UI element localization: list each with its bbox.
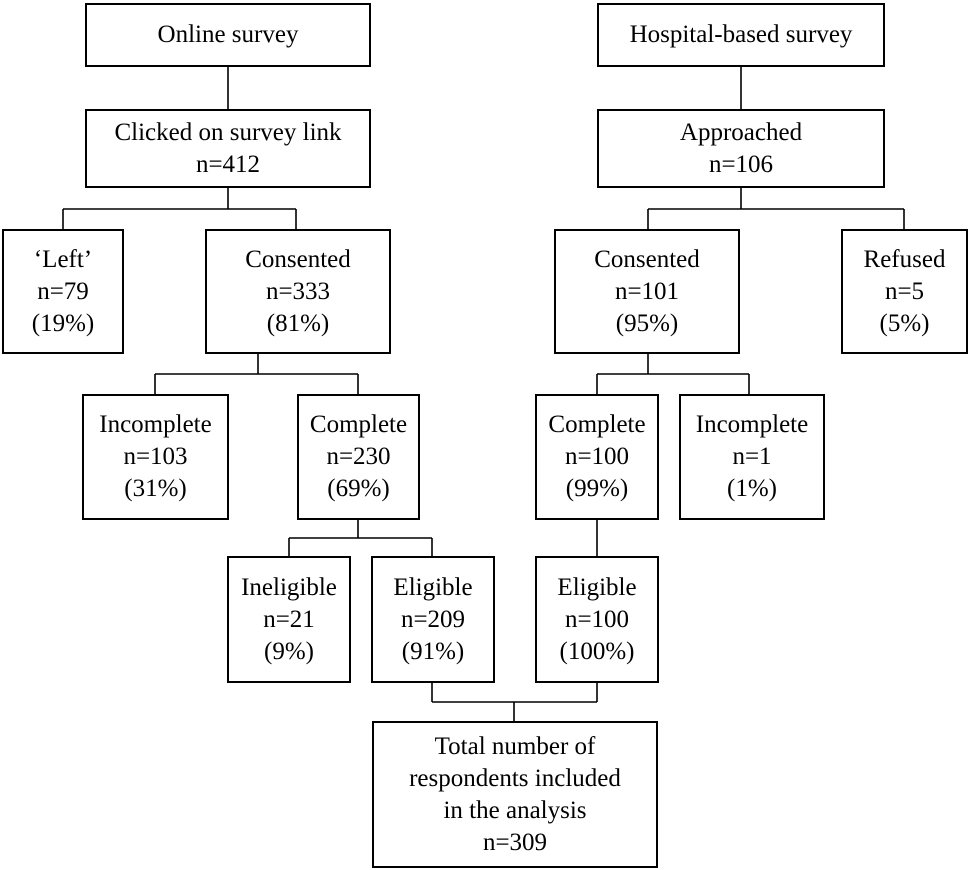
- online-incomplete-count: n=103: [123, 443, 188, 470]
- online-survey-box: Online survey: [85, 3, 371, 67]
- online-consented-label: Consented: [245, 245, 351, 273]
- hospital-complete-count: n=100: [564, 443, 630, 470]
- online-incomplete-label: Incomplete: [99, 411, 212, 438]
- left-label: ‘Left’: [33, 245, 93, 273]
- hospital-eligible-count: n=100: [564, 605, 630, 633]
- online-incomplete-percent: (31%): [124, 475, 187, 502]
- online-complete-percent: (69%): [327, 475, 390, 502]
- online-consented-count: n=333: [265, 277, 331, 305]
- hospital-consented-count: n=101: [614, 277, 680, 305]
- refused-count: n=5: [884, 277, 925, 305]
- online-incomplete-box: Incomplete n=103 (31%): [82, 394, 229, 520]
- total-box: Total number of respondents included in …: [372, 721, 658, 868]
- online-consented-percent: (81%): [266, 309, 330, 337]
- clicked-link-count: n=412: [195, 150, 261, 178]
- ineligible-percent: (9%): [264, 637, 314, 665]
- hospital-consented-box: Consented n=101 (95%): [554, 229, 740, 354]
- hospital-incomplete-count: n=1: [732, 443, 772, 470]
- clicked-link-label: Clicked on survey link: [114, 118, 342, 146]
- online-complete-count: n=230: [326, 443, 391, 470]
- hospital-complete-percent: (99%): [565, 475, 629, 502]
- hospital-eligible-box: Eligible n=100 (100%): [535, 556, 659, 683]
- hospital-survey-label: Hospital-based survey: [629, 21, 853, 48]
- refused-label: Refused: [863, 245, 946, 273]
- left-percent: (19%): [31, 309, 95, 337]
- hospital-complete-box: Complete n=100 (99%): [535, 394, 659, 520]
- hospital-incomplete-percent: (1%): [727, 475, 777, 502]
- approached-count: n=106: [708, 150, 774, 178]
- total-count: n=309: [482, 828, 548, 856]
- online-complete-box: Complete n=230 (69%): [297, 394, 420, 520]
- hospital-incomplete-box: Incomplete n=1 (1%): [679, 394, 825, 520]
- ineligible-label: Ineligible: [241, 573, 337, 601]
- online-complete-label: Complete: [309, 411, 408, 438]
- hospital-consented-label: Consented: [594, 245, 700, 273]
- total-label-line-1: Total number of: [434, 732, 596, 760]
- approached-box: Approached n=106: [597, 109, 885, 188]
- online-eligible-count: n=209: [400, 605, 466, 633]
- online-eligible-box: Eligible n=209 (91%): [371, 556, 495, 683]
- clicked-link-box: Clicked on survey link n=412: [85, 109, 371, 188]
- hospital-incomplete-label: Incomplete: [695, 411, 809, 438]
- online-survey-label: Online survey: [157, 21, 299, 48]
- hospital-eligible-label: Eligible: [557, 573, 637, 601]
- hospital-survey-box: Hospital-based survey: [597, 3, 885, 67]
- left-count: n=79: [37, 277, 89, 305]
- refused-percent: (5%): [879, 309, 930, 337]
- hospital-eligible-percent: (100%): [559, 637, 635, 665]
- left-box: ‘Left’ n=79 (19%): [2, 229, 124, 354]
- refused-box: Refused n=5 (5%): [841, 229, 968, 354]
- online-eligible-percent: (91%): [401, 637, 465, 665]
- online-eligible-label: Eligible: [393, 573, 473, 601]
- approached-label: Approached: [679, 118, 803, 146]
- hospital-complete-label: Complete: [548, 411, 646, 438]
- hospital-consented-percent: (95%): [615, 309, 679, 337]
- ineligible-count: n=21: [263, 605, 315, 633]
- ineligible-box: Ineligible n=21 (9%): [227, 556, 351, 683]
- total-label-line-3: in the analysis: [443, 796, 587, 824]
- online-consented-box: Consented n=333 (81%): [205, 229, 391, 354]
- total-label-line-2: respondents included: [409, 764, 621, 792]
